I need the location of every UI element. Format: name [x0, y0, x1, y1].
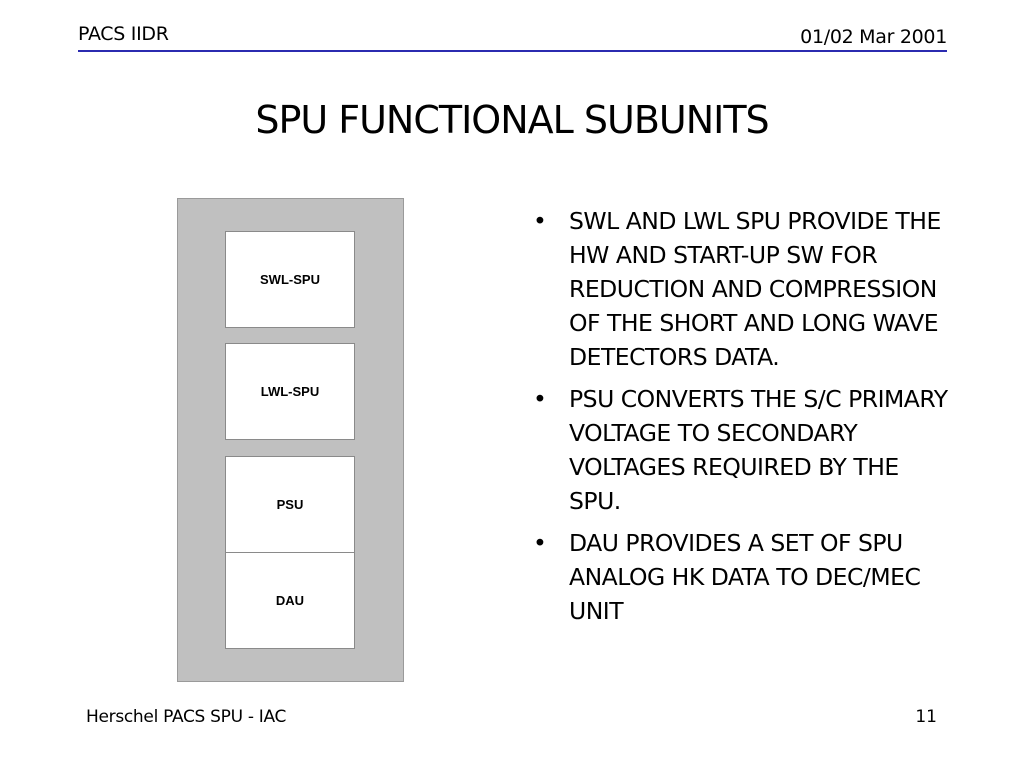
bullet-item: • PSU CONVERTS THE S/C PRIMARY VOLTAGE T…	[533, 382, 953, 518]
header-divider	[78, 50, 947, 52]
bullet-item: • DAU PROVIDES A SET OF SPU ANALOG HK DA…	[533, 526, 953, 628]
unit-box-psu: PSU	[225, 456, 355, 553]
footer-source: Herschel PACS SPU - IAC	[86, 707, 287, 727]
bullet-dot-icon: •	[533, 385, 547, 413]
bullet-dot-icon: •	[533, 529, 547, 557]
bullet-list: • SWL AND LWL SPU PROVIDE THE HW AND STA…	[533, 204, 953, 636]
slide-title: SPU FUNCTIONAL SUBUNITS	[255, 98, 769, 142]
unit-box-dau: DAU	[225, 552, 355, 649]
bullet-dot-icon: •	[533, 207, 547, 235]
header-date: 01/02 Mar 2001	[800, 26, 947, 48]
unit-box-lwl-spu: LWL-SPU	[225, 343, 355, 440]
spu-block-diagram: SWL-SPU LWL-SPU PSU DAU	[177, 198, 404, 682]
bullet-text: SWL AND LWL SPU PROVIDE THE HW AND START…	[569, 207, 941, 371]
page-number: 11	[915, 707, 937, 727]
bullet-item: • SWL AND LWL SPU PROVIDE THE HW AND STA…	[533, 204, 953, 374]
unit-box-swl-spu: SWL-SPU	[225, 231, 355, 328]
bullet-text: PSU CONVERTS THE S/C PRIMARY VOLTAGE TO …	[569, 385, 948, 515]
header-doc-id: PACS IIDR	[78, 23, 169, 45]
bullet-text: DAU PROVIDES A SET OF SPU ANALOG HK DATA…	[569, 529, 921, 625]
